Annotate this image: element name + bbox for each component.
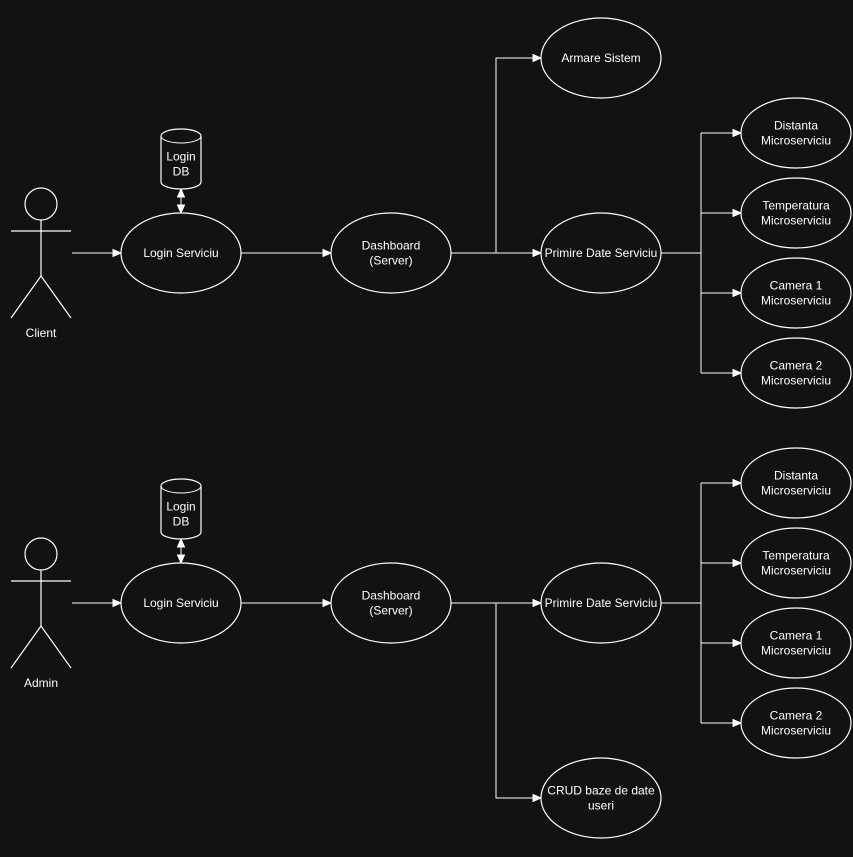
client-edge-data-distance [701, 128, 743, 138]
admin-edge-login-db [176, 537, 186, 565]
admin-login-service[interactable]: Login Serviciu [120, 562, 242, 644]
client-actor[interactable]: Client [10, 187, 72, 340]
admin-data-service-label: Primire Date Serviciu [545, 596, 658, 610]
client-edge-data-camera1 [701, 288, 743, 298]
client-arm-system-label: Armare Sistem [561, 51, 640, 65]
admin-edge-login-dashboard [241, 598, 333, 608]
client-data-service[interactable]: Primire Date Serviciu [540, 212, 662, 294]
admin-edge-dashboard-crud [495, 603, 543, 803]
client-edge-data-camera2 [701, 368, 743, 378]
client-dashboard[interactable]: Dashboard(Server) [330, 212, 452, 294]
client-login-service-label: Login Serviciu [143, 246, 218, 260]
admin-edge-data-distance [701, 478, 743, 488]
client-dashboard-label: Dashboard(Server) [362, 239, 421, 268]
admin-actor-label: Admin [24, 676, 58, 690]
client-login-service[interactable]: Login Serviciu [120, 212, 242, 294]
admin-data-service[interactable]: Primire Date Serviciu [540, 562, 662, 644]
admin-edge-data-camera1 [701, 638, 743, 648]
admin-edge-actor-login [72, 598, 123, 608]
admin-edge-data-temperature [701, 558, 743, 568]
client-edge-actor-login [72, 248, 123, 258]
client-edge-data-temperature [701, 208, 743, 218]
edges [72, 53, 743, 803]
admin-dashboard[interactable]: Dashboard(Server) [330, 562, 452, 644]
client-edge-dashboard-arm [495, 53, 543, 253]
client-data-service-label: Primire Date Serviciu [545, 246, 658, 260]
admin-login-service-label: Login Serviciu [143, 596, 218, 610]
client-edge-login-db [176, 187, 186, 215]
admin-actor[interactable]: Admin [10, 537, 72, 690]
client-edge-login-dashboard [241, 248, 333, 258]
client-arm-system[interactable]: Armare Sistem [540, 17, 662, 99]
client-actor-label: Client [26, 326, 57, 340]
admin-dashboard-label: Dashboard(Server) [362, 589, 421, 618]
admin-edge-data-camera2 [701, 718, 743, 728]
